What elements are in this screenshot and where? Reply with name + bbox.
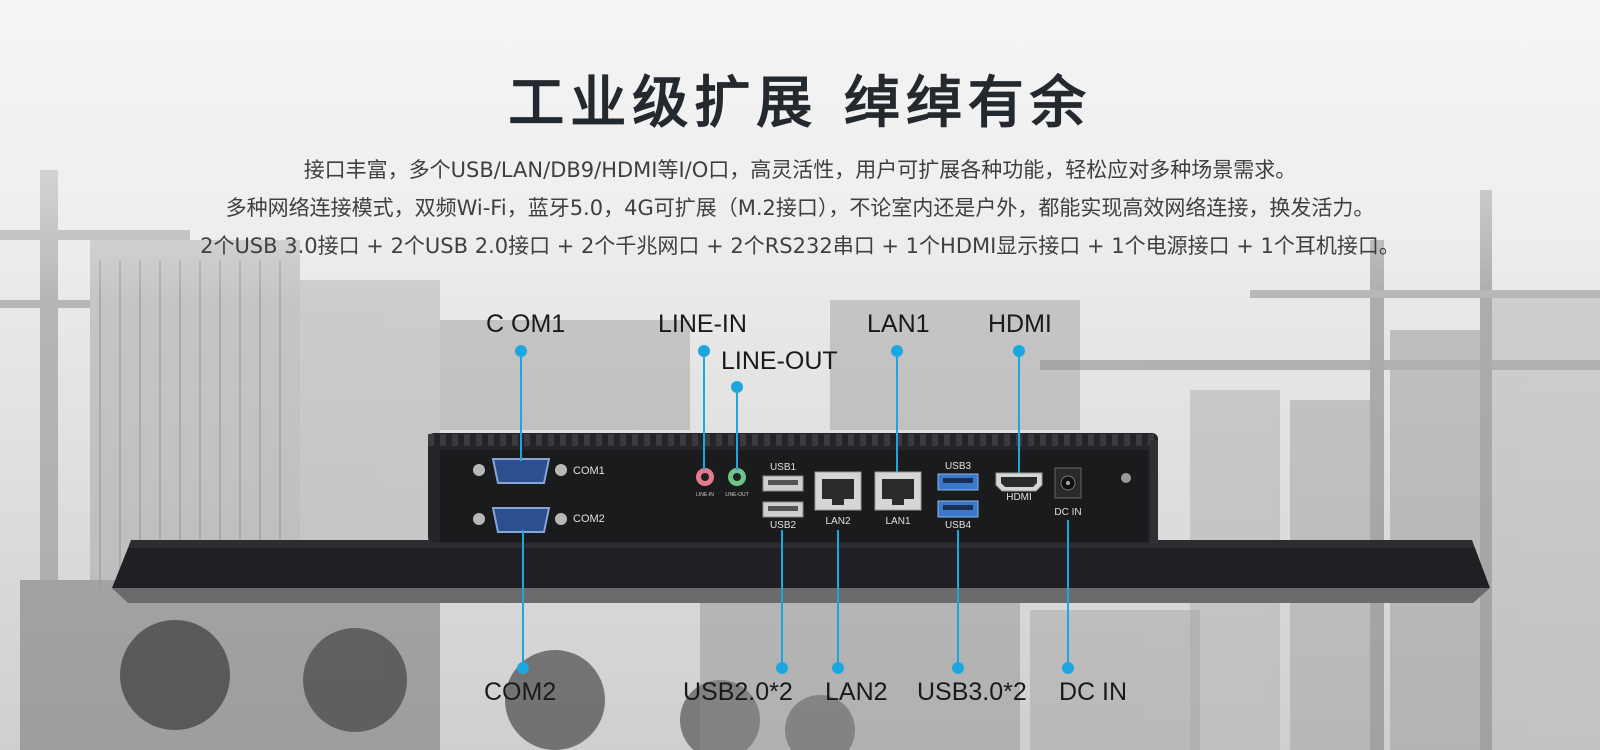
panel-label-com1: COM1 [573,465,605,477]
description-line-2: 多种网络连接模式，双频Wi-Fi，蓝牙5.0，4G可扩展（M.2接口），不论室内… [225,196,1375,220]
callout-com1: C OM1 [486,310,566,338]
callout-line-in: LINE-IN [658,310,747,338]
callout-usb3: USB3.0*2 [917,678,1027,706]
panel-label-lan1: LAN1 [885,516,910,527]
panel-label-usb3: USB3 [945,461,972,472]
panel-label-hdmi: HDMI [1006,492,1032,503]
callout-hdmi: HDMI [988,310,1052,338]
panel-label-com2: COM2 [573,513,605,525]
page-title: 工业级扩展 绰绰有余 [508,71,1092,136]
panel-label-line-in: LINE-IN [696,492,714,498]
callout-dc-in: DC IN [1059,678,1128,706]
description-line-3: 2个USB 3.0接口 + 2个USB 2.0接口 + 2个千兆网口 + 2个R… [200,234,1400,258]
screw-icon [1121,473,1131,483]
callout-com2: COM2 [484,678,557,706]
callout-line-out: LINE-OUT [721,347,838,375]
callout-usb2: USB2.0*2 [683,678,793,706]
panel-label-usb1: USB1 [770,462,797,473]
lan1-port [874,471,922,511]
db9-port-com2 [473,507,567,533]
db9-port-com1 [473,458,567,484]
center-structures [440,300,1200,750]
panel-label-lan2: LAN2 [825,516,850,527]
description-line-1: 接口丰富，多个USB/LAN/DB9/HDMI等I/O口，高灵活性，用户可扩展各… [303,158,1297,182]
panel-label-usb4: USB4 [945,520,972,531]
panel-label-dc-in: DC IN [1054,507,1081,518]
display-panel [112,540,1490,603]
callout-lan2: LAN2 [825,678,888,706]
lan2-port [814,471,862,511]
left-stripes [99,260,281,590]
panel-label-usb2: USB2 [770,520,797,531]
callout-lines [515,345,1074,674]
callout-lan1: LAN1 [867,310,930,338]
panel-label-line-out: LINE-OUT [725,492,748,498]
fan-units [120,620,855,750]
